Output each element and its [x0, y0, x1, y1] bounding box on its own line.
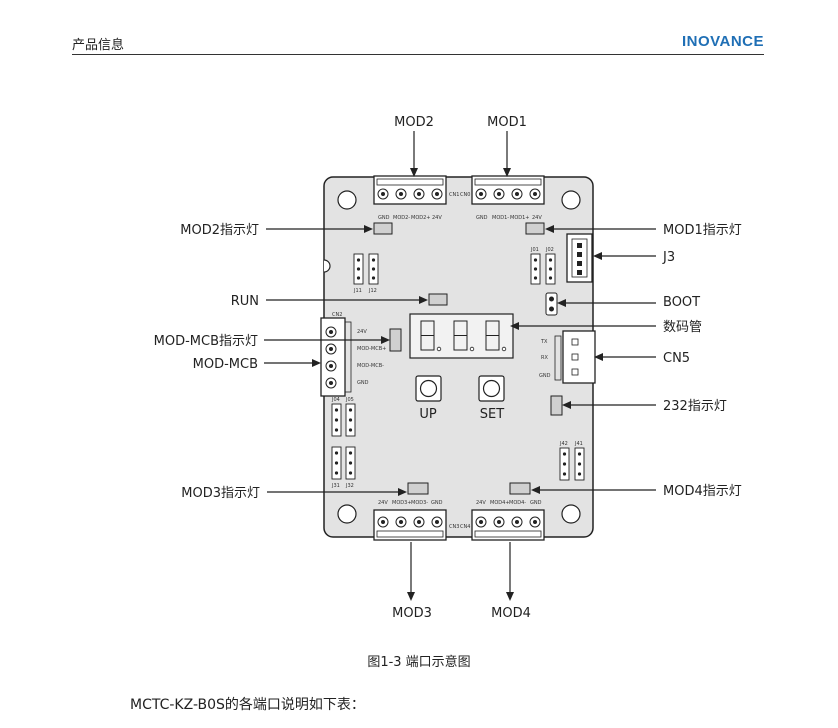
mounting-holes	[337, 190, 581, 524]
jumper-label: J11	[353, 288, 362, 294]
set-label: SET	[480, 407, 504, 422]
pin-label: MOD-MCB-	[357, 363, 384, 369]
mod2-led-label: MOD2指示灯	[180, 223, 259, 238]
cn0-label: CN0	[460, 192, 470, 198]
led-indicators	[373, 222, 563, 495]
mod-mcb-label: MOD-MCB	[193, 357, 258, 372]
pin-label: GND	[539, 373, 551, 379]
up-button	[415, 375, 442, 402]
pin-label: 24V	[532, 215, 542, 221]
pin-label: MOD3+	[392, 500, 411, 506]
pin-label: MOD3-	[411, 500, 428, 506]
boot-jumper	[545, 292, 558, 316]
pin-label: GND	[431, 500, 443, 506]
arrowheads	[312, 168, 603, 601]
jumper-label: J42	[559, 441, 568, 447]
jumper-label: J41	[574, 441, 583, 447]
pin-label: 24V	[357, 329, 367, 335]
set-button	[478, 375, 505, 402]
cn3-label: CN3	[449, 524, 459, 530]
run-led	[428, 293, 448, 306]
pin-label: MOD1-	[492, 215, 509, 221]
mod1-label: MOD1	[487, 115, 527, 130]
mod-mcb-led-label: MOD-MCB指示灯	[154, 334, 258, 349]
jumper-label: J31	[331, 483, 340, 489]
pin-label: GND	[357, 380, 369, 386]
leader-lines	[264, 131, 656, 597]
mod3-led-label: MOD3指示灯	[181, 486, 260, 501]
jumper-pins	[334, 258, 582, 476]
mod2-led	[373, 222, 393, 235]
boot-label: BOOT	[663, 295, 700, 310]
pin-label: MOD4+	[490, 500, 509, 506]
mod4-led	[509, 482, 531, 495]
j3-connector	[566, 233, 593, 283]
pin-label: MOD1+	[510, 215, 529, 221]
run-label: RUN	[231, 294, 259, 309]
jumper-label: J04	[331, 397, 340, 403]
jumper-label: J12	[368, 288, 377, 294]
mod2-terminal	[373, 175, 447, 205]
cn1-label: CN1	[449, 192, 459, 198]
jumper-label: J05	[345, 397, 354, 403]
mod4-led-label: MOD4指示灯	[663, 484, 742, 499]
pin-label: GND	[530, 500, 542, 506]
pin-label: MOD2+	[411, 215, 430, 221]
pin-label: MOD-MCB+	[357, 346, 386, 352]
pin-label: TX	[540, 339, 548, 345]
cn4-label: CN4	[460, 524, 470, 530]
led-232	[550, 395, 563, 416]
figure-caption: 图1-3 端口示意图	[367, 655, 471, 670]
led-232-label: 232指示灯	[663, 399, 727, 414]
mod4-terminal	[471, 509, 545, 541]
mod3-label: MOD3	[392, 606, 432, 621]
mod-mcb-connector	[320, 317, 352, 397]
pin-label: MOD2-	[393, 215, 410, 221]
section-title: 产品信息	[72, 38, 125, 53]
jumper-label: J02	[545, 247, 554, 253]
pin-label: 24V	[476, 500, 486, 506]
mod1-led-label: MOD1指示灯	[663, 223, 742, 238]
up-label: UP	[419, 407, 437, 422]
cn5-label: CN5	[663, 351, 690, 366]
mod1-terminal	[471, 175, 545, 205]
seven-segment-display	[409, 313, 514, 359]
mod3-terminal	[373, 509, 447, 541]
mod1-led	[525, 222, 545, 235]
jumper-label: J32	[345, 483, 354, 489]
j3-label: J3	[662, 250, 675, 265]
inovance-logo: INOVANCE	[681, 33, 764, 50]
cn5-connector	[554, 330, 596, 384]
pin-label: MOD4-	[509, 500, 526, 506]
board-notch	[323, 259, 331, 273]
mod3-led	[407, 482, 429, 495]
pin-label: 24V	[432, 215, 442, 221]
display-label: 数码管	[663, 320, 702, 335]
pin-label: 24V	[378, 500, 388, 506]
pin-label: RX	[541, 355, 548, 361]
pin-label: GND	[378, 215, 390, 221]
mod2-label: MOD2	[394, 115, 434, 130]
mod4-label: MOD4	[491, 606, 531, 621]
header-rule	[72, 54, 764, 55]
body-paragraph: MCTC-KZ-B0S的各端口说明如下表：	[130, 697, 365, 713]
pin-label: GND	[476, 215, 488, 221]
jumper-label: J01	[530, 247, 539, 253]
mod-mcb-led	[389, 328, 402, 352]
cn2-label: CN2	[332, 312, 342, 318]
